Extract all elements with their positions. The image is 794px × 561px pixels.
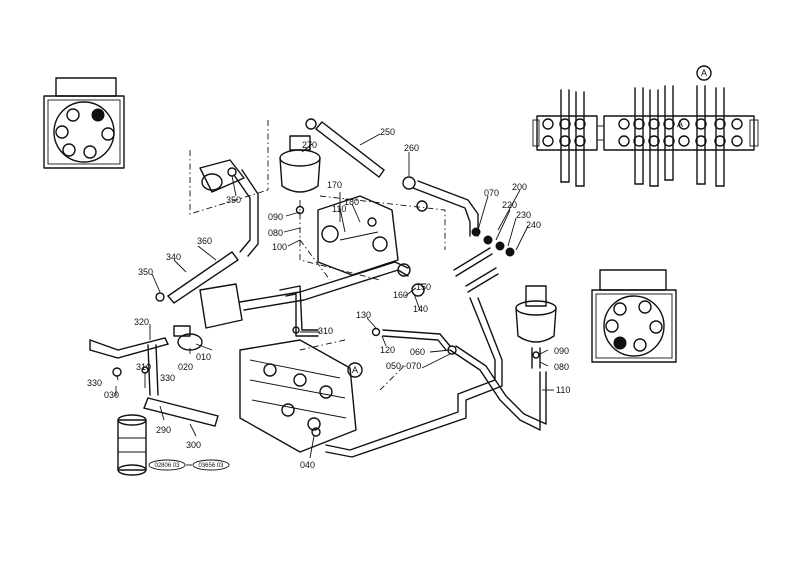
label-320: 320 xyxy=(134,317,149,327)
label-200: 200 xyxy=(512,182,527,192)
label-360: 360 xyxy=(197,236,212,246)
label-270: 270 xyxy=(302,140,317,150)
label-230: 230 xyxy=(516,210,531,220)
label-300: 300 xyxy=(186,440,201,450)
leader-lines xyxy=(115,133,554,459)
swivel-joint-inset-left xyxy=(43,77,125,169)
label-100: 100 xyxy=(272,242,287,252)
label-170: 170 xyxy=(327,180,342,190)
label-060: 060 xyxy=(410,347,425,357)
callout-letter-a-top: A xyxy=(701,68,707,78)
label-180: 180 xyxy=(344,197,359,207)
label-120: 120 xyxy=(380,345,395,355)
label-150: 150 xyxy=(416,282,431,292)
label-240: 240 xyxy=(526,220,541,230)
label-330-left: 330 xyxy=(87,378,102,388)
reference-codes: 02806 03 03656 03 xyxy=(148,459,230,471)
ref-code-right: 03656 03 xyxy=(198,463,224,469)
components: A xyxy=(112,118,557,476)
control-valve-inset: A xyxy=(532,65,759,187)
label-260: 260 xyxy=(404,143,419,153)
label-310-right: 310 xyxy=(318,326,333,336)
swivel-joint-inset-right xyxy=(591,269,677,363)
label-110-right: 110 xyxy=(556,385,570,395)
label-030: 030 xyxy=(104,390,119,400)
hoses-and-pipes xyxy=(89,121,547,458)
label-130: 130 xyxy=(356,310,371,320)
label-310-left: 310 xyxy=(136,362,151,372)
label-090-left: 090 xyxy=(268,212,283,222)
callout-letter-a-bottom: A xyxy=(352,365,358,375)
label-050-070: 050~070 xyxy=(386,361,421,371)
label-080-left: 080 xyxy=(268,228,283,238)
label-070-right: 070 xyxy=(484,188,499,198)
label-090-right: 090 xyxy=(554,346,569,356)
callout-letter-a-valve: A xyxy=(677,119,683,129)
reference-lines xyxy=(189,120,446,391)
label-350-left: 350 xyxy=(138,267,153,277)
label-350-top: 350 xyxy=(226,195,241,205)
label-080-right: 080 xyxy=(554,362,569,372)
label-040: 040 xyxy=(300,460,315,470)
label-140: 140 xyxy=(413,304,428,314)
label-250: 250 xyxy=(380,127,395,137)
label-160: 160 xyxy=(393,290,408,300)
label-020: 020 xyxy=(178,362,193,372)
label-330-right: 330 xyxy=(160,373,175,383)
label-010: 010 xyxy=(196,352,211,362)
label-110-left: 110 xyxy=(332,204,346,214)
part-number-labels: 270 250 260 350 090 080 100 170 180 110 … xyxy=(87,127,570,470)
label-220: 220 xyxy=(502,200,517,210)
label-340: 340 xyxy=(166,252,181,262)
label-290: 290 xyxy=(156,425,171,435)
ref-code-left: 02806 03 xyxy=(154,463,180,469)
